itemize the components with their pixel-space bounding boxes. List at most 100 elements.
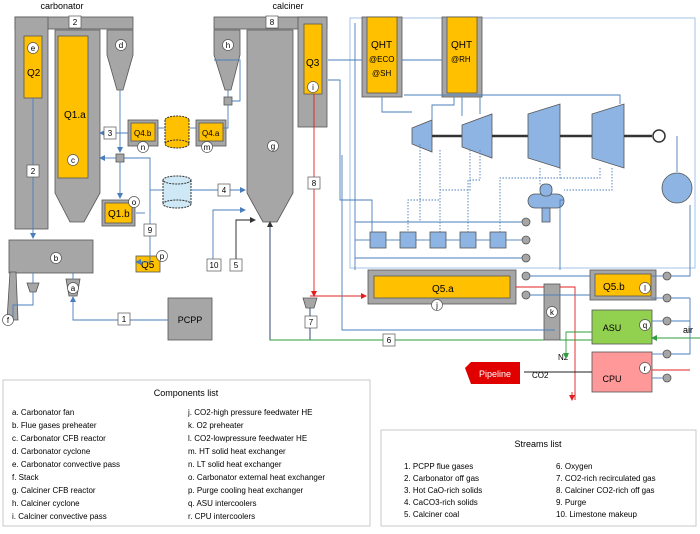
q5a-label: Q5.a [432,284,454,295]
component-item: h. Calciner cyclone [12,499,80,508]
q5b-heat-exchanger [594,273,652,297]
marker-e-circle [27,42,39,54]
component-item: g. Calciner CFB reactor [12,486,96,495]
marker-n: n [141,143,145,152]
streams-list-right: 6. Oxygen 7. CO2-rich recirculated gas 8… [556,462,656,519]
solids-splitter [115,153,125,163]
marker-r-circle [639,362,651,374]
component-item: r. CPU intercoolers [188,512,255,521]
stream-7: 7 [309,318,314,327]
marker-b-circle [50,252,62,264]
stream-9: 9 [148,226,153,235]
stack [6,271,19,321]
pump-1 [521,217,531,227]
marker-f: f [7,316,10,325]
marker-d-circle [115,39,127,51]
marker-j: j [435,301,438,310]
stream-6: 6 [387,336,392,345]
pump-2 [521,235,531,245]
marker-j-circle [431,299,443,311]
q2-label: Q2 [27,68,41,79]
component-item: p. Purge cooling heat exchanger [188,486,304,495]
calciner-splitter [223,96,233,106]
pipeline-label: Pipeline [479,369,511,379]
marker-q: q [643,321,647,330]
hp-turbine [411,119,433,153]
stream-item: 5. Calciner coal [404,510,459,519]
stream-item: 1. PCPP flue gases [404,462,473,471]
marker-c: c [71,156,75,165]
air-label: air [683,325,693,335]
marker-o: o [132,198,137,207]
condenser [661,172,693,204]
streams-list-box [380,429,697,527]
pump-4 [521,271,531,281]
stream-item: 8. Calciner CO2-rich off gas [556,486,655,495]
calciner-title: calciner [272,1,303,11]
pump-9 [662,349,672,359]
fwh-2 [399,231,417,249]
q1b-label: Q1.b [108,209,130,220]
solids-silo-bottom [164,139,190,149]
generator [652,129,666,143]
marker-l-circle [639,282,651,294]
marker-g-circle [267,140,279,152]
marker-d: d [119,41,123,50]
marker-o-circle [128,196,140,208]
pump-8 [662,316,672,326]
marker-g: g [271,142,275,151]
steam-cycle-frame [349,17,696,269]
stream-item: 7. CO2-rich recirculated gas [556,474,656,483]
fwh-3 [429,231,447,249]
stream-8: 8 [312,179,317,188]
fwh-5 [489,231,507,249]
components-list-right: j. CO2-high pressure feedwater HE k. O2 … [187,408,325,521]
marker-k: k [550,308,555,317]
component-item: f. Stack [12,473,40,482]
qht-eco-line3: @SH [372,69,391,78]
stream-4: 4 [222,186,227,195]
components-list-title: Components list [154,388,219,398]
q4b-label: Q4.b [134,129,152,138]
components-list-left: a. Carbonator fan b. Flue gases preheate… [12,408,120,521]
calciner-recirculation-fan [302,297,318,309]
component-item: l. CO2-lowpressure feedwater HE [188,434,307,443]
q4b-heat-exchanger [130,122,156,142]
calciner-cfb-reactor [246,29,294,223]
marker-l: l [644,284,646,293]
component-item: n. LT solid heat exchanger [188,460,282,469]
marker-m-circle [201,141,213,153]
stream-1: 1 [122,315,127,324]
co2-label: CO2 [532,371,549,380]
q5b-label: Q5.b [603,282,625,293]
carbonator-title: carbonator [40,1,83,11]
stream-markers: 1 2 2 3 4 5 6 7 8 9 10 8 [26,15,396,347]
component-markers: a b c d e f g h i j k l m n o p q r [2,39,651,374]
marker-q-circle [639,319,651,331]
q4a-heat-exchanger [198,122,224,142]
asu-label: ASU [603,323,622,333]
fwh-4 [459,231,477,249]
marker-p: p [160,252,165,261]
stream-item: 10. Limestone makeup [556,510,637,519]
qht-rh-line1: QHT [451,40,472,51]
marker-i-circle [307,81,319,93]
pipeline-arrow [465,362,520,384]
marker-b: b [54,254,59,263]
qht-eco-line1: QHT [371,40,392,51]
component-item: e. Carbonator convective pass [12,460,120,469]
marker-i: i [312,83,314,92]
stack-damper [26,282,40,293]
qht-rh-line2: @RH [451,55,471,64]
marker-m: m [204,143,211,152]
marker-e: e [31,44,36,53]
stream-item: 3. Hot CaO-rich solids [404,486,482,495]
marker-a: a [71,284,76,293]
stream-10: 10 [210,261,219,270]
n2-label: N2 [558,353,569,362]
q3-label: Q3 [306,58,320,69]
stream-5: 5 [234,261,239,270]
q1a-label: Q1.a [64,110,86,121]
marker-a-circle [67,282,79,294]
